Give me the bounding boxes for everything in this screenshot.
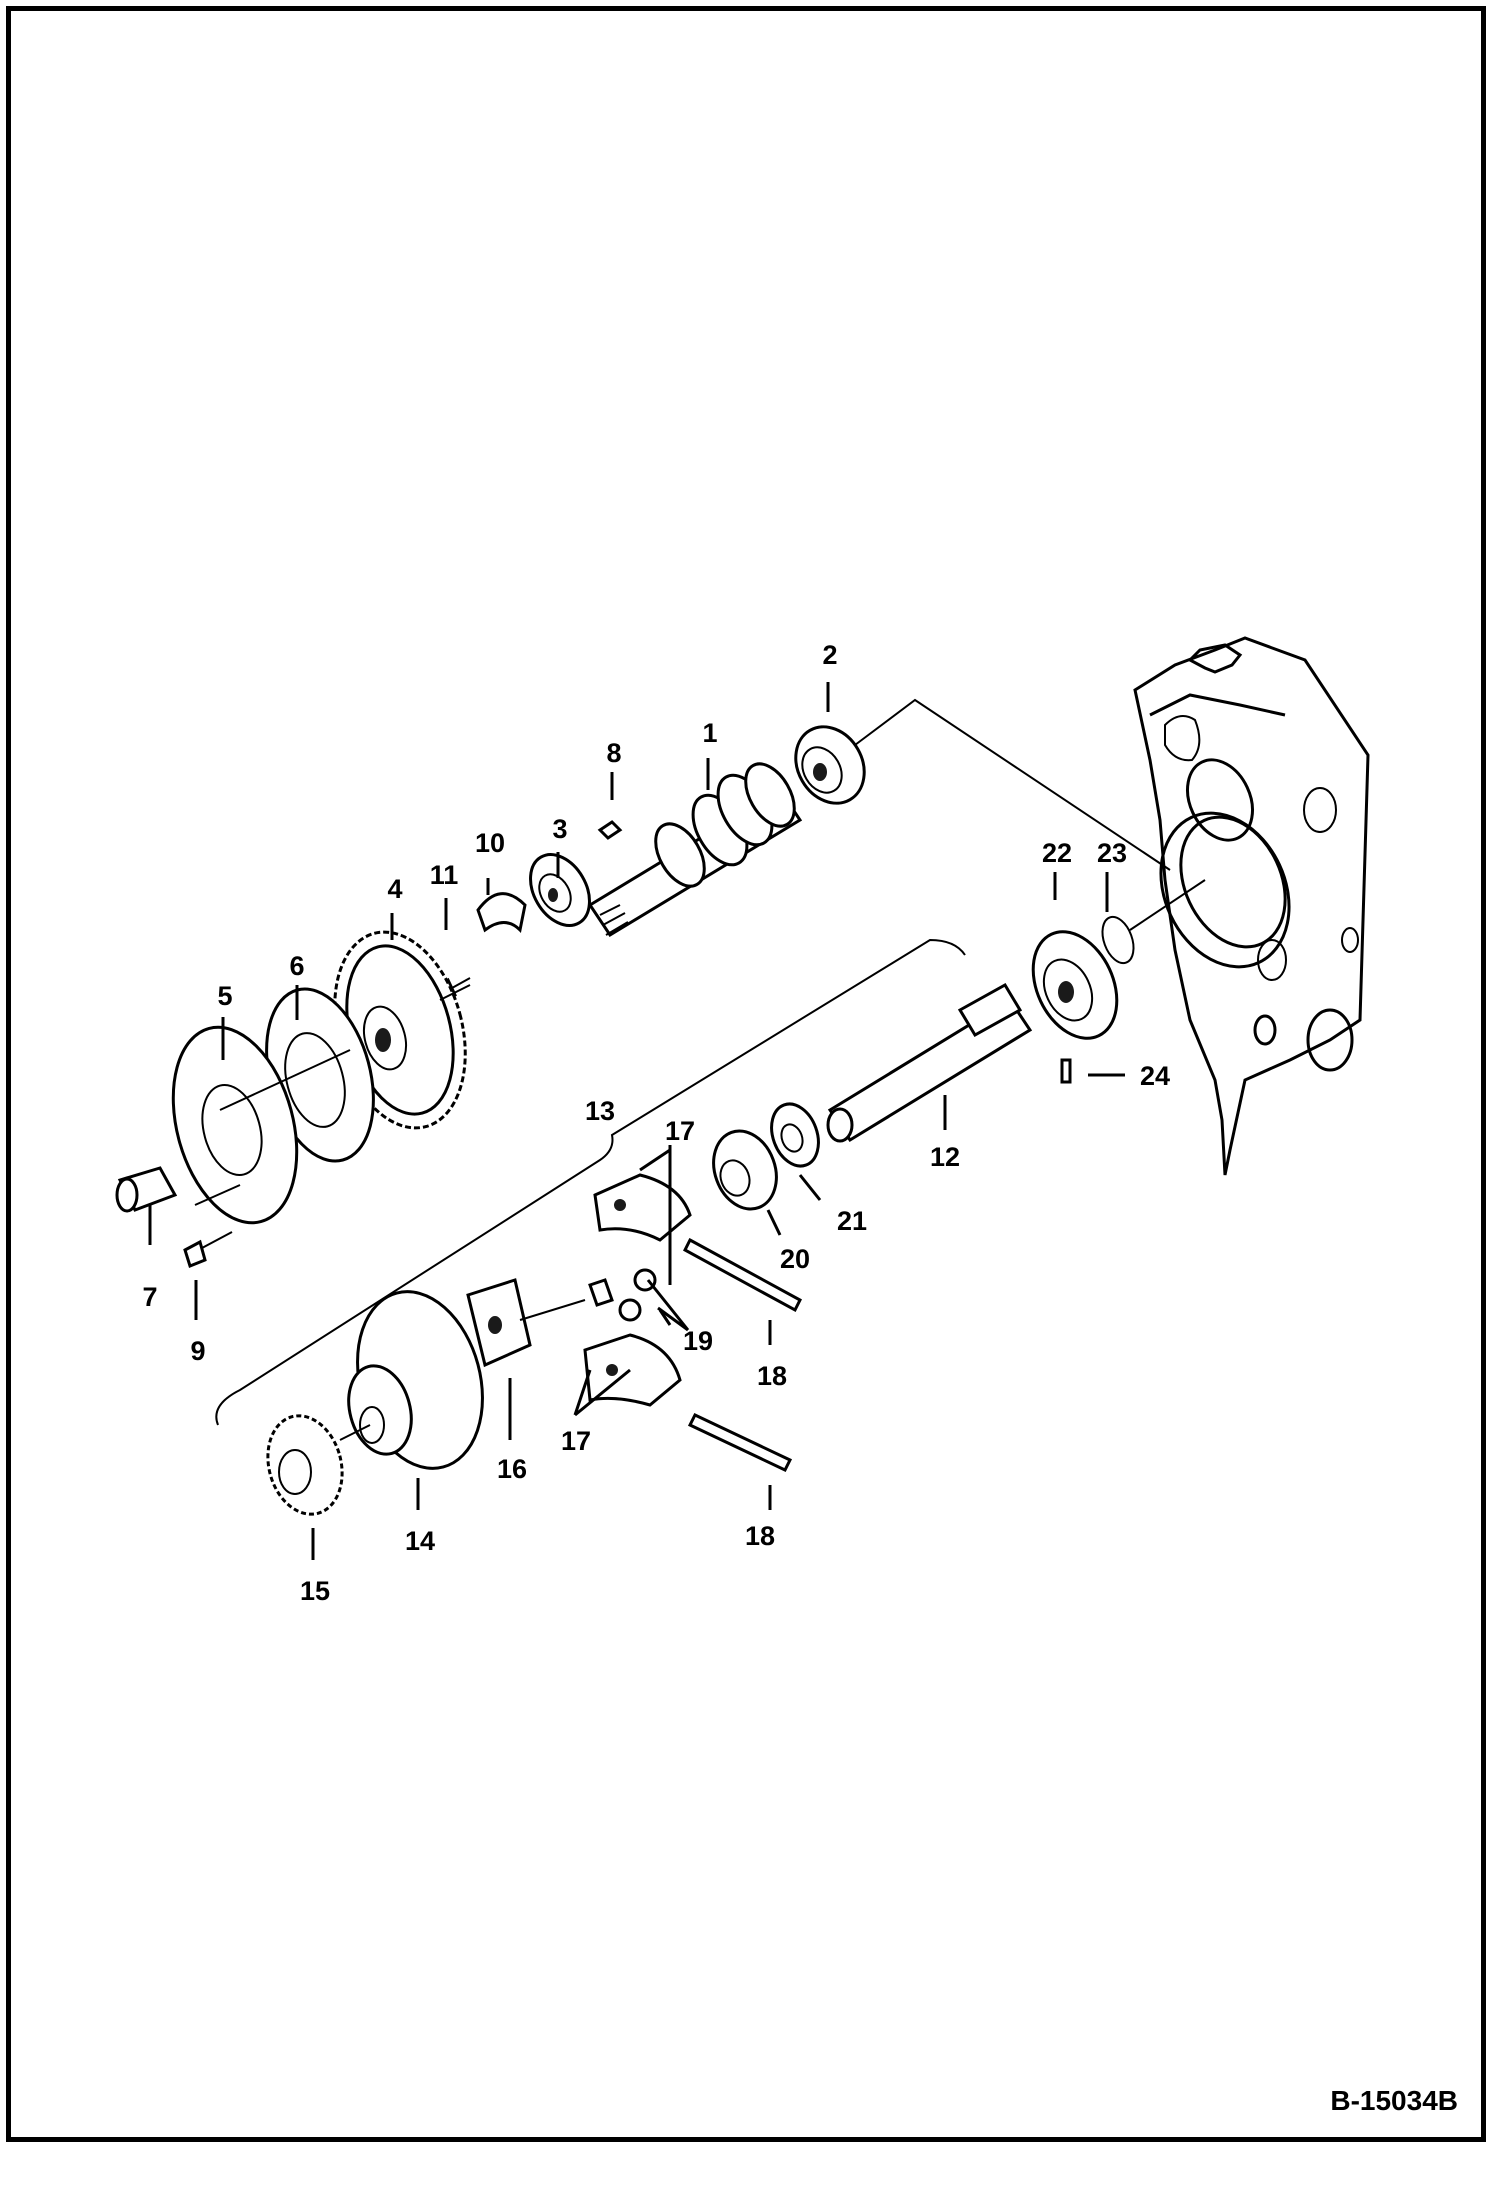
pins-19 [588,1268,657,1322]
governor-weight-upper-17 [593,1173,692,1242]
drawing-border [6,6,1486,2142]
governor-shaft-12 [826,982,1033,1143]
sleeve-20 [712,1129,778,1211]
callout-9: 9 [190,1336,205,1366]
callout-10: 10 [475,828,505,858]
bearing-2 [794,725,866,805]
callout-6: 6 [289,951,304,981]
pin-18-lower [687,1413,793,1472]
callout-18-lower: 18 [745,1521,775,1551]
callout-5: 5 [217,981,232,1011]
engine-block [1133,636,1370,1176]
callout-7: 7 [142,1282,157,1312]
bearing-3 [529,853,591,927]
retainer-10 [476,892,527,934]
key-8 [597,820,623,840]
camshaft [587,762,803,938]
callout-24: 24 [1140,1061,1170,1091]
bracket-13 [215,938,966,1426]
callout-4: 4 [387,874,402,904]
bolt-9 [183,1231,233,1268]
callout-11: 11 [430,860,459,890]
washer-21 [770,1102,820,1168]
block-16 [466,1278,532,1368]
bearing-22 [1031,930,1119,1040]
callout-15: 15 [300,1576,330,1606]
plate-5 [171,1025,299,1225]
figure-id: B-15034B [1330,2085,1458,2116]
callout-14: 14 [405,1526,435,1556]
pin-24 [1060,1058,1072,1084]
callout-17-upper: 17 [665,1116,695,1146]
callout-17-lower: 17 [561,1426,591,1456]
leader-lines [148,682,1125,1560]
callout-8: 8 [606,738,621,768]
callout-22: 22 [1042,838,1072,868]
plug-7 [115,1166,178,1213]
callout-21: 21 [837,1206,867,1236]
pin-18-upper [683,1237,802,1313]
callout-19: 19 [683,1326,713,1356]
holder-14 [347,1290,484,1470]
callout-13: 13 [585,1096,615,1126]
gear-15 [266,1414,344,1516]
callout-1: 1 [702,718,717,748]
callout-18-upper: 18 [757,1361,787,1391]
callout-23: 23 [1097,838,1127,868]
callout-3: 3 [552,814,567,844]
alignment-lines [194,698,1206,1441]
snap-ring-23 [1101,915,1135,965]
callout-20: 20 [780,1244,810,1274]
callout-12: 12 [930,1142,960,1172]
callout-16: 16 [497,1454,527,1484]
callout-labels: 1 2 3 4 5 6 7 8 9 10 11 12 13 14 15 16 1… [142,640,1170,1606]
callout-2: 2 [822,640,837,670]
